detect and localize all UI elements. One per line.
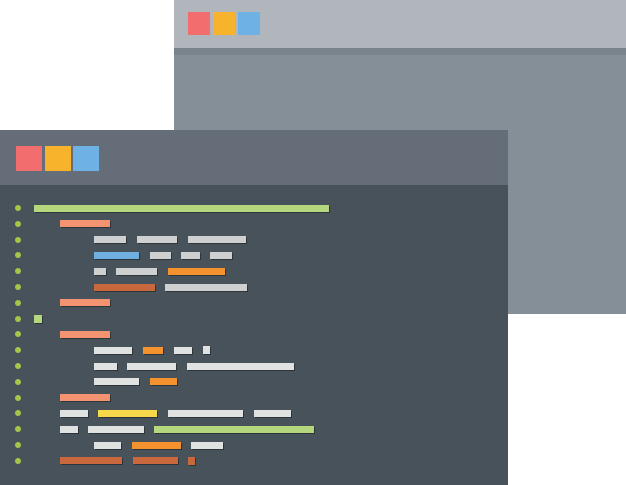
code-token: [94, 346, 132, 354]
code-token: [188, 456, 195, 465]
code-token: [137, 236, 177, 244]
maximize-button[interactable]: [238, 12, 260, 35]
line-marker-dot[interactable]: [15, 394, 21, 401]
minimize-button[interactable]: [213, 12, 235, 35]
code-token: [94, 267, 106, 275]
code-token: [94, 283, 155, 291]
code-token: [94, 362, 117, 370]
code-token: [150, 378, 177, 386]
code-token: [34, 314, 42, 323]
code-token: [60, 330, 110, 338]
code-token: [188, 236, 246, 244]
code-token: [94, 441, 121, 449]
code-token: [132, 441, 181, 449]
code-token: [60, 220, 110, 228]
line-marker-dot[interactable]: [15, 410, 21, 417]
line-marker-dot[interactable]: [15, 442, 21, 448]
line-marker-dot[interactable]: [15, 347, 21, 354]
code-token: [98, 409, 157, 417]
code-editor-window[interactable]: [0, 130, 508, 485]
line-marker-dot[interactable]: [15, 268, 21, 275]
code-token: [174, 346, 192, 354]
line-marker-dot[interactable]: [15, 220, 21, 227]
code-token: [191, 441, 223, 449]
line-marker-dot[interactable]: [15, 426, 21, 433]
code-token: [60, 409, 88, 417]
code-token: [127, 362, 176, 370]
code-token: [154, 425, 314, 433]
line-marker-dot[interactable]: [15, 236, 21, 243]
code-token: [94, 236, 126, 244]
line-marker-dot[interactable]: [15, 205, 21, 211]
code-token: [60, 425, 78, 433]
code-token: [181, 251, 200, 259]
code-token: [165, 283, 247, 291]
back-window-toolbar: [174, 48, 626, 55]
line-marker-dot[interactable]: [15, 331, 21, 338]
line-marker-dot[interactable]: [15, 299, 21, 306]
line-marker-dot[interactable]: [15, 457, 21, 464]
line-marker-dot[interactable]: [15, 315, 21, 322]
code-token: [94, 378, 139, 386]
code-token: [116, 267, 157, 275]
minimize-button[interactable]: [45, 146, 71, 171]
code-token: [60, 299, 110, 307]
code-token: [60, 394, 110, 402]
code-token: [133, 457, 178, 465]
close-button[interactable]: [188, 12, 210, 35]
line-marker-dot[interactable]: [15, 252, 21, 259]
code-token: [187, 362, 294, 370]
code-token: [88, 425, 144, 433]
line-marker-dot[interactable]: [15, 284, 21, 290]
code-token: [34, 204, 329, 212]
code-token: [60, 457, 122, 465]
code-token: [94, 251, 139, 259]
code-token: [150, 251, 171, 259]
maximize-button[interactable]: [73, 146, 99, 171]
code-token: [254, 409, 291, 417]
code-token: [210, 251, 232, 259]
code-token: [203, 346, 210, 355]
close-button[interactable]: [16, 146, 42, 171]
line-marker-dot[interactable]: [15, 378, 21, 385]
code-token: [168, 267, 225, 275]
code-token: [168, 409, 243, 417]
line-marker-dot[interactable]: [15, 363, 21, 369]
code-token: [143, 346, 163, 354]
